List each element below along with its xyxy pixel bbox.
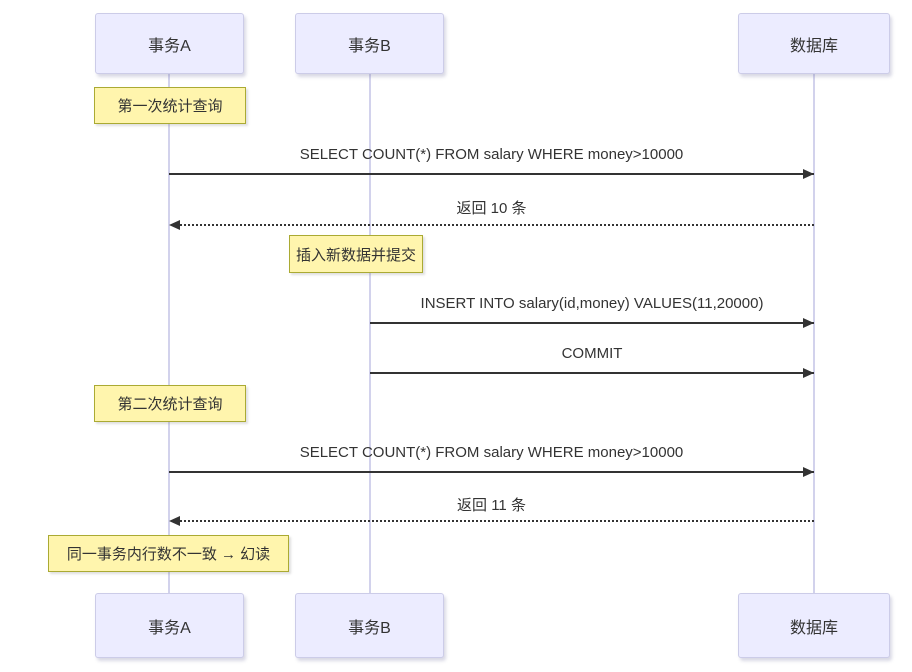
- actor-top-database: 数据库: [738, 13, 890, 74]
- actor-top-transaction-b: 事务B: [295, 13, 444, 74]
- message-label-commit: COMMIT: [561, 345, 623, 362]
- message-line-insert: [370, 322, 814, 324]
- lifeline-database: [813, 74, 815, 593]
- actor-bottom-transaction-a: 事务A: [95, 593, 244, 658]
- arrowhead-right-icon: [803, 318, 814, 328]
- message-line-select-2: [169, 471, 814, 473]
- arrowhead-right-icon: [803, 169, 814, 179]
- actor-top-transaction-a: 事务A: [95, 13, 244, 74]
- message-label-return-10: 返回 10 条: [456, 200, 527, 217]
- note-second-query: 第二次统计查询: [94, 385, 246, 422]
- arrowhead-right-icon: [803, 368, 814, 378]
- message-label-return-11: 返回 11 条: [457, 497, 526, 514]
- arrowhead-right-icon: [803, 467, 814, 477]
- lifeline-transaction-b: [369, 74, 371, 593]
- message-label-insert: INSERT INTO salary(id,money) VALUES(11,2…: [420, 295, 764, 312]
- lifeline-transaction-a: [168, 74, 170, 593]
- message-line-return-10: [180, 224, 814, 226]
- message-line-commit: [370, 372, 814, 374]
- message-label-select-2: SELECT COUNT(*) FROM salary WHERE money>…: [299, 444, 684, 461]
- note-insert-commit: 插入新数据并提交: [289, 235, 423, 273]
- note-phantom-read: 同一事务内行数不一致 → 幻读: [48, 535, 289, 572]
- message-line-return-11: [180, 520, 814, 522]
- message-label-select-1: SELECT COUNT(*) FROM salary WHERE money>…: [299, 146, 684, 163]
- arrowhead-left-icon: [169, 516, 180, 526]
- note-first-query: 第一次统计查询: [94, 87, 246, 124]
- message-line-select-1: [169, 173, 814, 175]
- arrowhead-left-icon: [169, 220, 180, 230]
- actor-bottom-transaction-b: 事务B: [295, 593, 444, 658]
- actor-bottom-database: 数据库: [738, 593, 890, 658]
